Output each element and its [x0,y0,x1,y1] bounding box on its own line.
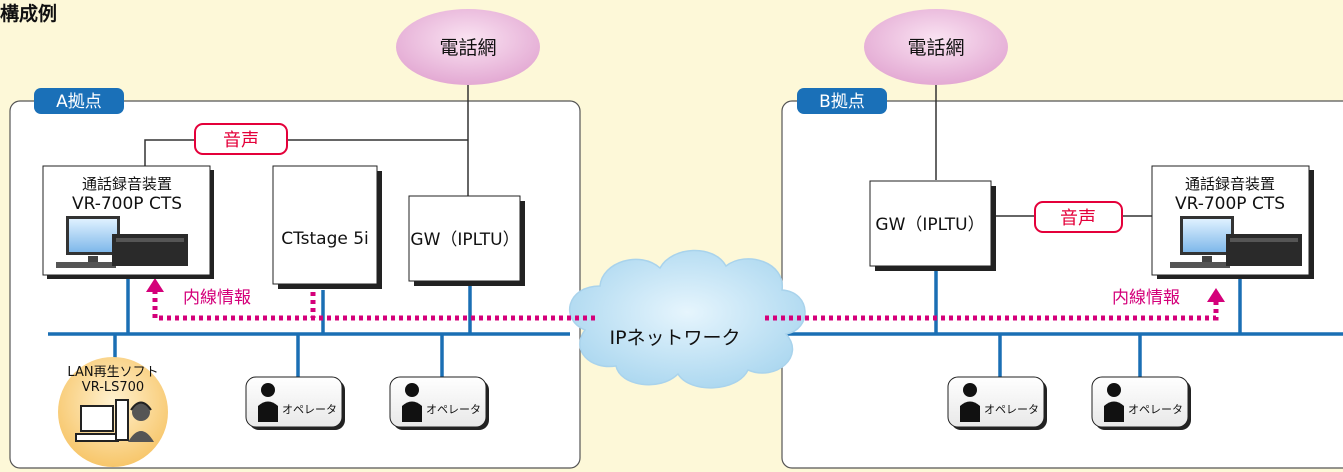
operator-b2: オペレータ [1091,376,1191,430]
operator-a2-label: オペレータ [426,403,481,416]
recorder-b-name: 通話録音装置 [1185,175,1275,193]
extension-info-label-b: 内線情報 [1112,288,1180,308]
phone-lines [144,85,1152,217]
voice-badge-a: 音声 [194,123,288,155]
lan-playback-name: LAN再生ソフト [67,365,158,380]
operator-a2: オペレータ [389,376,489,430]
operator-icon [258,383,278,422]
phone-cloud-a [396,9,540,85]
recorder-a-name: 通話録音装置 [82,175,172,193]
site-b-tag [797,88,887,114]
gateway-b: GW（IPLTU） [869,180,996,271]
site-a-tag [34,88,124,114]
recorder-b: 通話録音装置 VR-700P CTS [1151,165,1314,279]
site-a-label: A拠点 [56,92,102,112]
voice-label-b: 音声 [1060,208,1096,229]
page-title: 構成例 [0,2,57,25]
site-b-frame [781,100,1343,469]
recorder-a: 通話録音装置 VR-700P CTS [42,165,214,279]
extension-info-path-b [765,302,1219,321]
operator-b1: オペレータ [947,376,1047,430]
voice-link-a-left [144,139,195,167]
ip-network-label: IPネットワーク [609,327,740,349]
extension-info-path [152,290,1219,321]
recorder-a-model: VR-700P CTS [72,194,182,214]
extension-arrow-a [146,278,164,292]
recorder-b-model: VR-700P CTS [1175,194,1285,214]
gateway-a: GW（IPLTU） [408,195,525,286]
lan-playback-model: VR-LS700 [82,380,144,395]
ctstage-server: CTstage 5i [272,165,382,289]
operator-icon [1104,383,1124,422]
site-b-label: B拠点 [819,92,865,112]
phone-network-a-label: 電話網 [439,37,496,59]
operator-icon [402,383,422,422]
operator-a1-label: オペレータ [282,403,337,416]
lan-playback-software: LAN再生ソフト VR-LS700 [58,357,168,467]
operator-b1-label: オペレータ [984,403,1039,416]
voice-label-a: 音声 [223,130,259,151]
ip-network-cloud: IPネットワーク [568,249,806,389]
network-backbone [48,270,1343,378]
extension-arrow-b [1207,288,1225,302]
gateway-a-label: GW（IPLTU） [410,230,519,250]
phone-cloud-b [864,9,1008,85]
voice-badge-b: 音声 [1034,201,1123,233]
recorder-pc-icon [56,216,188,268]
phone-network-a: 電話網 [396,9,540,85]
ctstage-label: CTstage 5i [281,229,369,249]
recorder-pc-icon [1170,216,1302,268]
operator-a1: オペレータ [245,376,345,430]
phone-network-b-label: 電話網 [907,37,964,59]
gateway-b-label: GW（IPLTU） [875,215,984,235]
phone-network-b: 電話網 [864,9,1008,85]
operator-icon [960,383,980,422]
operator-b2-label: オペレータ [1128,403,1183,416]
extension-info-path-a [152,290,595,321]
extension-info-label-a: 内線情報 [183,288,251,308]
pc-headset-icon [75,399,154,442]
